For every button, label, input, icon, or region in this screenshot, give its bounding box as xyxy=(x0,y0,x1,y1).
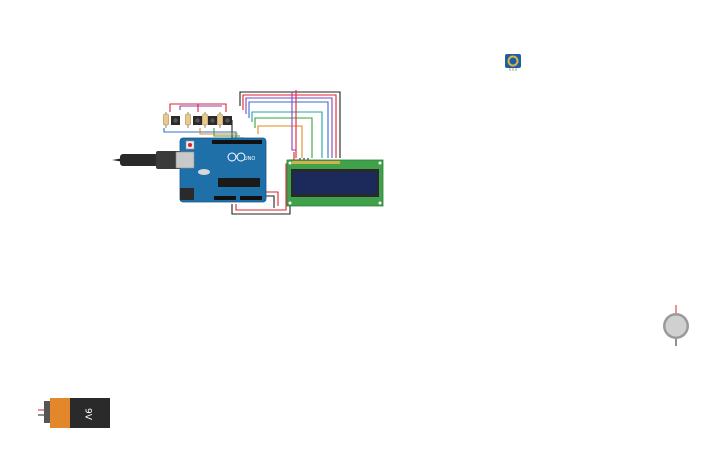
pushbutton-2[interactable] xyxy=(193,116,202,125)
resistor-3[interactable] xyxy=(202,112,208,128)
wire-black-1[interactable] xyxy=(239,91,341,158)
digital-header xyxy=(212,140,262,144)
wire-purple-1[interactable] xyxy=(245,97,333,158)
usb-port xyxy=(175,151,195,169)
wire-black-bottom-2[interactable] xyxy=(264,195,275,208)
resistor-4[interactable] xyxy=(217,112,223,128)
wire-purple-2[interactable] xyxy=(291,92,296,151)
power-jack xyxy=(180,188,194,200)
potentiometer[interactable] xyxy=(505,54,521,71)
atmega-chip xyxy=(218,178,260,187)
board-label: UNO xyxy=(244,156,255,162)
power-header xyxy=(214,196,236,200)
pushbutton-3[interactable] xyxy=(208,116,217,125)
battery-label: 9V xyxy=(83,408,93,421)
wire-red-bottom-2[interactable] xyxy=(266,191,279,206)
wire-purple-buttons[interactable] xyxy=(179,105,222,110)
coin-cell-battery[interactable] xyxy=(663,305,689,346)
wire-blue-1[interactable] xyxy=(248,101,329,158)
battery-9v[interactable]: 9V xyxy=(38,398,110,428)
arduino-uno[interactable]: UNO xyxy=(175,137,267,203)
wire-green-1[interactable] xyxy=(254,117,313,158)
wire-teal-1[interactable] xyxy=(251,111,323,158)
lcd-header xyxy=(292,161,340,164)
pushbutton-1[interactable] xyxy=(171,116,180,125)
arduino-logo-icon xyxy=(227,152,246,162)
wire-orange-buttons[interactable] xyxy=(199,128,238,135)
wire-green-buttons[interactable] xyxy=(213,128,240,137)
resistor-1[interactable] xyxy=(163,112,169,128)
lcd-16x2[interactable] xyxy=(286,159,384,207)
resistor-2[interactable] xyxy=(185,112,191,128)
wire-red-1[interactable] xyxy=(242,94,337,158)
lcd-screen xyxy=(293,172,377,194)
usb-cable[interactable] xyxy=(112,151,184,169)
wire-black-buttons[interactable] xyxy=(231,120,244,139)
wire-orange-1[interactable] xyxy=(257,125,303,158)
button-array xyxy=(163,112,232,128)
pushbutton-4[interactable] xyxy=(223,116,232,125)
analog-header xyxy=(240,196,262,200)
